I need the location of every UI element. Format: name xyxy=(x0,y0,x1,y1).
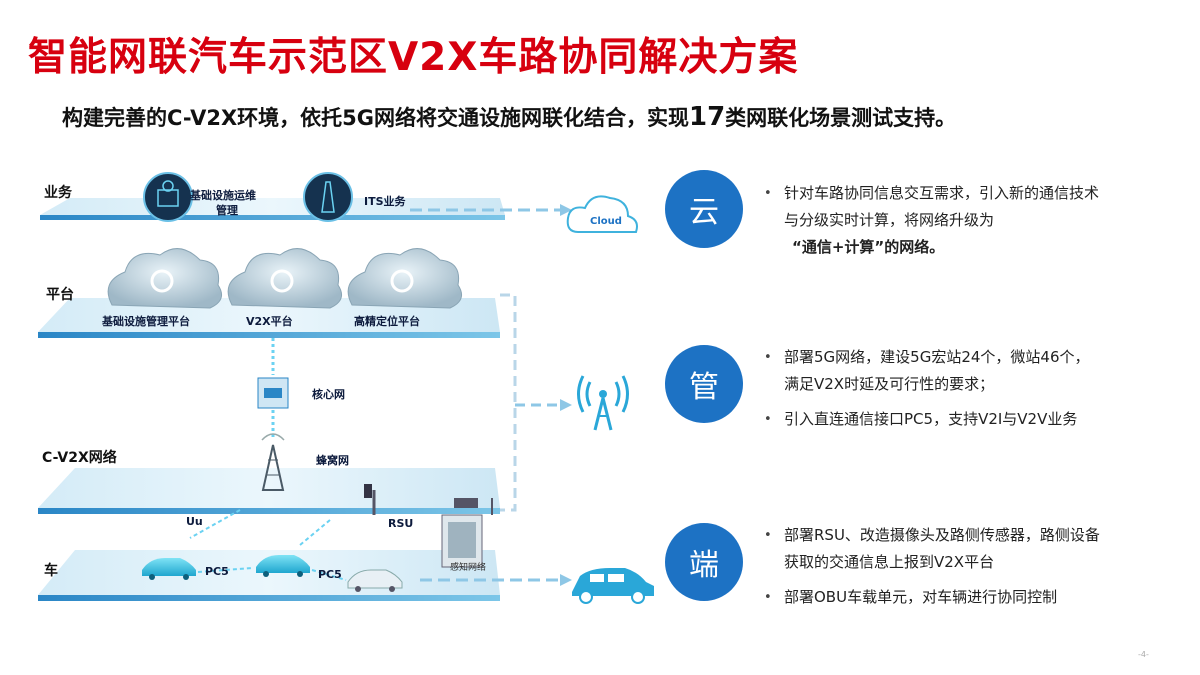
cloud-icon xyxy=(566,195,638,233)
platform-cloud-1 xyxy=(107,248,223,309)
pipe-bullets: 部署5G网络，建设5G宏站24个，微站46个，满足V2X时延及可行性的要求； 引… xyxy=(762,344,1102,441)
car-2-icon xyxy=(256,555,310,577)
ops-label-line1: 基础设施运维 xyxy=(190,189,256,202)
pipe-circle: 管 xyxy=(665,345,743,423)
cloud-bullet-emphasis: “通信+计算”的网络。 xyxy=(792,238,945,256)
layer-network-plate xyxy=(38,468,500,514)
pc5-label-1: PC5 xyxy=(205,565,229,578)
uu-label: Uu xyxy=(186,515,203,528)
car-icon xyxy=(572,568,654,604)
terminal-bullets: 部署RSU、改造摄像头及路侧传感器，路侧设备获取的交通信息上报到V2X平台 部署… xyxy=(762,522,1102,619)
platform-label-3: 高精定位平台 xyxy=(354,315,420,328)
rsu-label: RSU xyxy=(388,517,414,530)
cloud-bullet-1: 针对车路协同信息交互需求，引入新的通信技术与分级实时计算，将网络升级为 “通信+… xyxy=(762,180,1102,261)
its-icon xyxy=(303,172,353,222)
ops-label-line2: 管理 xyxy=(216,204,238,217)
car-3-icon xyxy=(347,569,403,592)
page-subtitle: 构建完善的C-V2X环境，依托5G网络将交通设施网联化结合，实现17类网联化场景… xyxy=(62,102,957,132)
sensing-label: 感知网络 xyxy=(450,563,487,573)
platform-cloud-2 xyxy=(227,248,343,309)
layer-label-business: 业务 xyxy=(44,185,72,201)
rsu-pole-icon xyxy=(364,484,376,515)
page-number: -4- xyxy=(1138,650,1149,659)
terminal-bullet-1: 部署RSU、改造摄像头及路侧传感器，路侧设备获取的交通信息上报到V2X平台 xyxy=(762,522,1102,576)
layer-label-vehicle: 车 xyxy=(44,563,58,579)
pipe-bullet-1: 部署5G网络，建设5G宏站24个，微站46个，满足V2X时延及可行性的要求； xyxy=(762,344,1102,398)
platform-label-1: 基础设施管理平台 xyxy=(102,315,190,328)
cloud-circle: 云 xyxy=(665,170,743,248)
page-title: 智能网联汽车示范区V2X车路协同解决方案 xyxy=(28,35,799,80)
cloud-bullets: 针对车路协同信息交互需求，引入新的通信技术与分级实时计算，将网络升级为 “通信+… xyxy=(762,180,1102,269)
platform-label-2: V2X平台 xyxy=(246,315,293,328)
antenna-icon xyxy=(577,375,629,431)
core-network-label: 核心网 xyxy=(312,388,345,401)
platform-cloud-3 xyxy=(347,248,463,309)
its-label: ITS业务 xyxy=(364,195,406,208)
terminal-circle: 端 xyxy=(665,523,743,601)
cellular-label: 蜂窝网 xyxy=(316,454,349,467)
terminal-bullet-2: 部署OBU车载单元，对车辆进行协同控制 xyxy=(762,584,1102,611)
layer-label-platform: 平台 xyxy=(46,287,74,303)
cell-tower-icon xyxy=(261,433,285,491)
car-1-icon xyxy=(142,558,196,580)
cloud-label: Cloud xyxy=(590,216,622,227)
core-network-icon xyxy=(257,377,289,409)
diagram-graphics xyxy=(38,172,654,604)
ops-icon xyxy=(143,172,193,222)
layer-label-network: C-V2X网络 xyxy=(42,450,117,466)
v2x-architecture-diagram: 业务 平台 C-V2X网络 车 基础设施运维 管理 ITS业务 Cloud 基础… xyxy=(0,160,660,630)
pc5-label-2: PC5 xyxy=(318,568,342,581)
sensing-cabinet-icon xyxy=(441,498,493,568)
pipe-bullet-2: 引入直连通信接口PC5，支持V2I与V2V业务 xyxy=(762,406,1102,433)
